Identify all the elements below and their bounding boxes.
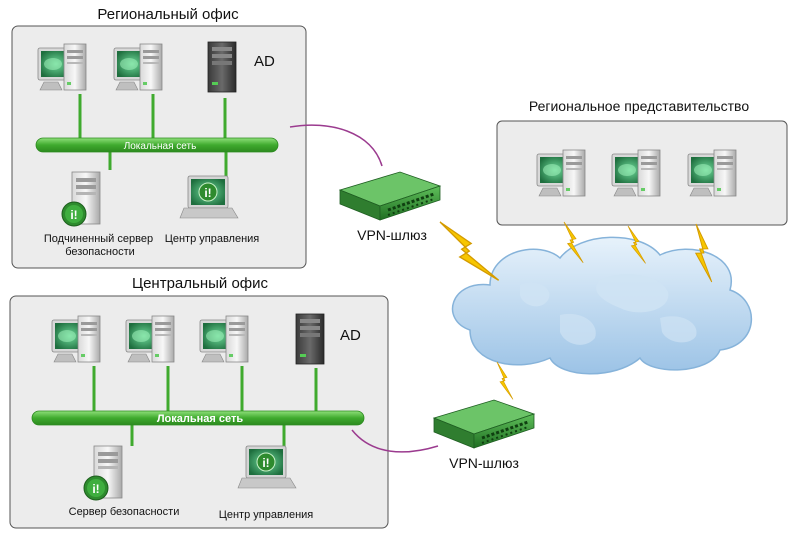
regional-control-center-label: Центр управления: [165, 233, 260, 245]
vpn-gateway-top-label: VPN-шлюз: [357, 227, 427, 243]
regional-office-title: Региональный офис: [97, 6, 239, 23]
vpn-gateway-icon: [432, 398, 536, 450]
central-control-center-label: Центр управления: [219, 509, 314, 521]
regional-ad-label: AD: [254, 53, 275, 70]
regional-security-server-label: Подчиненный сервер безопасности: [44, 233, 156, 258]
vpn-gateway-bottom-label: VPN-шлюз: [449, 455, 519, 471]
lightning-bolt-icon: [496, 361, 514, 400]
central-lan-bar: [31, 410, 365, 426]
regional-lan-bar: [35, 137, 279, 153]
central-office-title: Центральный офис: [132, 275, 269, 292]
ad-server-icon: [295, 313, 325, 365]
regional-lan-label: Локальная сеть: [124, 141, 197, 152]
central-lan-label: Локальная сеть: [157, 413, 244, 425]
regional-wan-cable: [289, 124, 383, 167]
central-security-server-label: Сервер безопасности: [69, 506, 180, 518]
central-ad-label: AD: [340, 327, 361, 344]
internet-cloud: [451, 236, 753, 375]
central-office-group: Центральный офис AD Локальная сеть Серве…: [9, 275, 389, 529]
regional-rep-title: Региональное представительство: [529, 98, 749, 114]
vpn-gateway-icon: [338, 170, 442, 222]
central-wan-cable: [351, 429, 439, 453]
regional-office-group: Региональный офис AD Локальная сеть Подч…: [11, 6, 307, 269]
regional-rep-group: Региональное представительство: [496, 98, 788, 226]
ad-server-icon: [207, 41, 237, 93]
